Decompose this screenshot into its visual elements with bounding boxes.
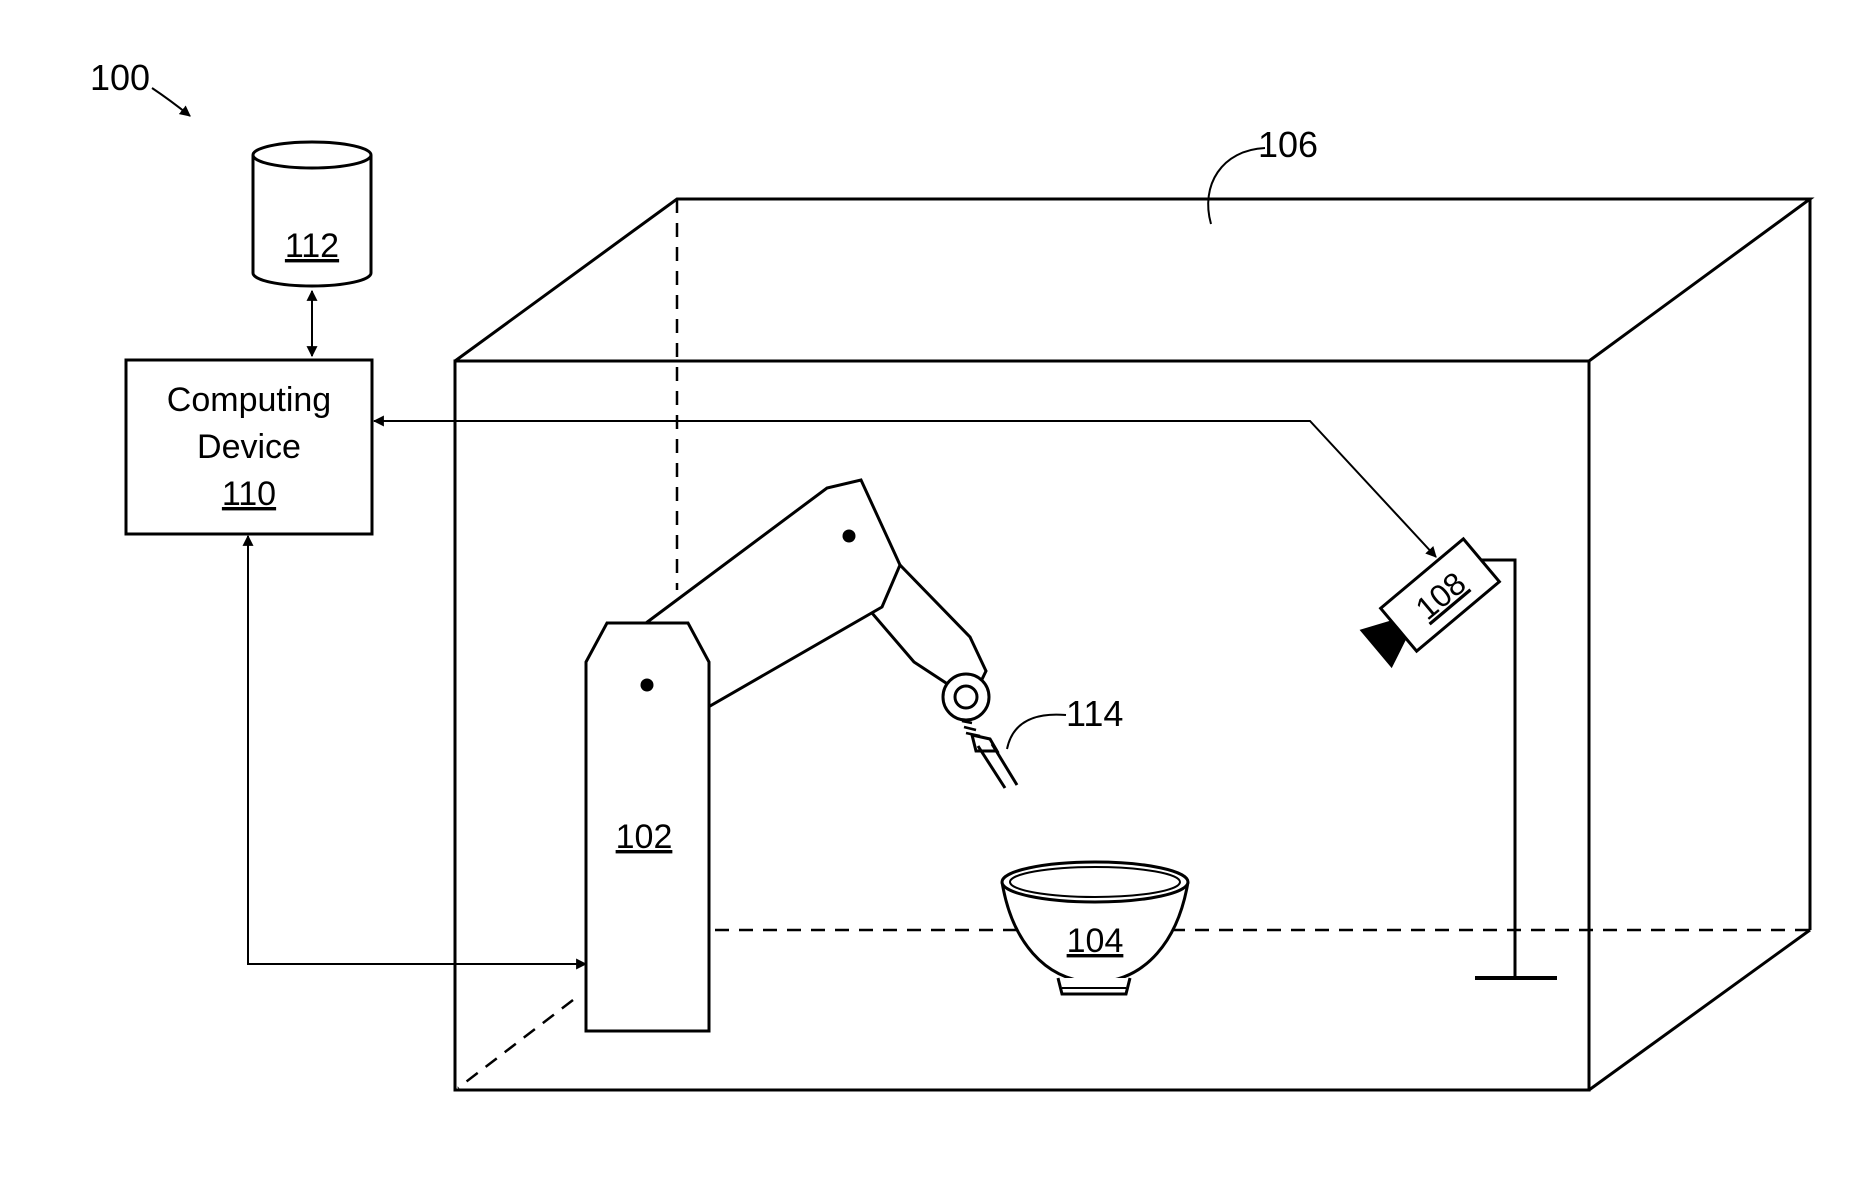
- computing-device-box: Computing Device 110: [126, 360, 372, 534]
- gripper-ref: 114: [1007, 693, 1123, 749]
- camera: 108: [1358, 539, 1500, 671]
- robot-shoulder-joint: [843, 530, 856, 543]
- storage-ref-label: 112: [285, 227, 339, 265]
- enclosure-leader-line: [1208, 148, 1265, 224]
- robot-ref-label: 102: [616, 818, 673, 856]
- computing-device-label-line2: Device: [197, 428, 301, 466]
- device-robot-arrow: [248, 536, 586, 964]
- device-camera-arrow: [374, 421, 1436, 557]
- enclosure-top-face: [455, 199, 1810, 361]
- robot-base-joint: [641, 679, 654, 692]
- enclosure-right-bottom-edge: [1589, 930, 1810, 1090]
- enclosure-hidden-floor-left: [458, 1000, 573, 1088]
- figure-ref-100: 100: [90, 57, 190, 116]
- gripper-leader-line: [1007, 715, 1066, 749]
- bowl-ref-label: 104: [1067, 922, 1124, 960]
- robot-arm: 102: [586, 480, 1017, 1031]
- enclosure-ref-label: 106: [1258, 124, 1318, 165]
- figure-ref-arrow: [152, 88, 190, 116]
- computing-device-label-line1: Computing: [167, 381, 331, 419]
- figure-ref-label: 100: [90, 57, 150, 98]
- camera-stand: [1475, 560, 1557, 978]
- gripper-ref-label: 114: [1066, 693, 1123, 734]
- robot-wrist-inner: [955, 686, 977, 708]
- bowl: 104: [1002, 862, 1188, 994]
- computing-device-ref-label: 110: [222, 475, 276, 513]
- gripper-finger-right: [992, 744, 1017, 785]
- enclosure-ref: 106: [1208, 124, 1318, 224]
- bowl-foot: [1058, 978, 1130, 994]
- storage-cylinder: 112: [253, 142, 371, 286]
